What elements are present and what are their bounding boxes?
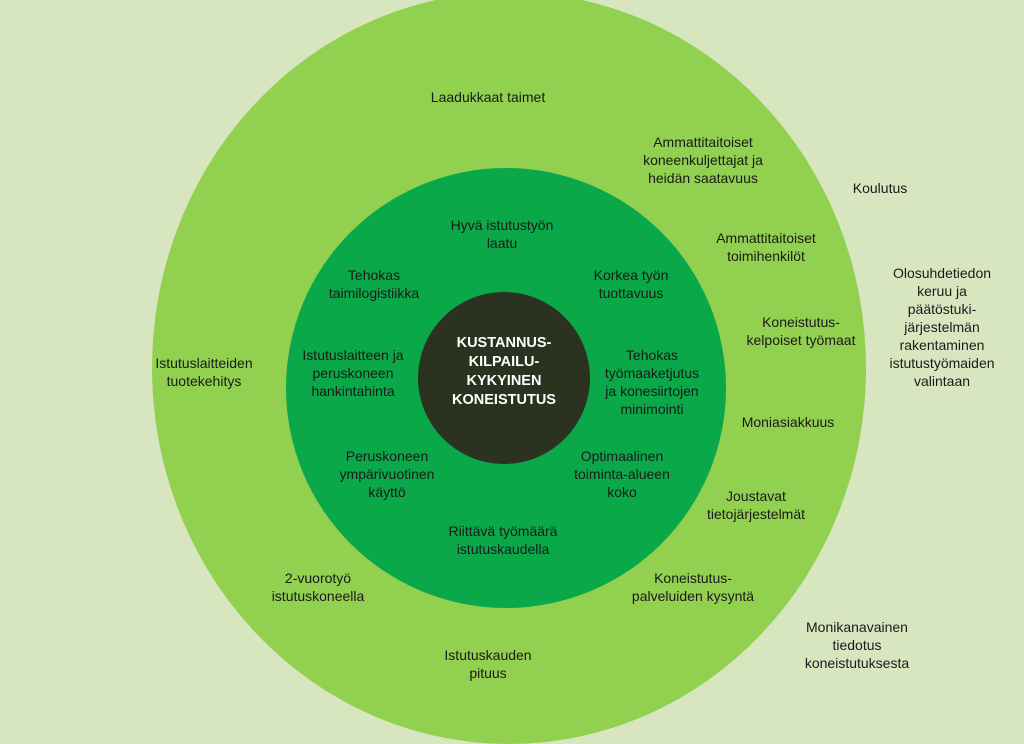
outer-label-vuorotyo: 2-vuorotyö istutuskoneella [271,570,365,604]
inner-label-taimilogistiikka: Tehokas taimilogistiikka [328,267,420,301]
inner-label-hankintahinta: Istutuslaitteen ja peruskoneen hankintah… [302,347,404,399]
inner-label-tyomaaketjutus: Tehokas työmaaketjutus ja konesiirtojen … [604,347,700,417]
outside-label-koulutus: Koulutus [852,180,908,196]
inner-label-tuottavuus: Korkea työn tuottavuus [593,267,669,301]
core-circle [418,292,590,464]
outside-label-olosuhdetieto: Olosuhdetiedon keruu ja päätöstuki- järj… [889,265,995,389]
outside-label-tiedotus: Monikanavainen tiedotus koneistutuksesta [804,619,910,671]
inner-label-tyomaara: Riittävä työmäärä istutuskaudella [448,523,558,557]
inner-label-toiminta-alue: Optimaalinen toiminta-alueen koko [574,448,670,500]
outer-label-istutuskausi: Istutuskauden pituus [444,647,532,681]
outer-label-tuotekehitys: Istutuslaitteiden tuotekehitys [155,355,253,389]
outer-label-moniasiakkuus: Moniasiakkuus [741,414,835,430]
outer-label-tietojarjestelmat: Joustavat tietojärjestelmät [706,488,806,522]
inner-label-laatu: Hyvä istutustyön laatu [450,217,554,251]
outer-label-taimet: Laadukkaat taimet [430,89,546,105]
outer-label-kysynta: Koneistutus- palveluiden kysyntä [631,570,755,604]
inner-label-ymparivuotinen: Peruskoneen ympärivuotinen käyttö [339,448,435,500]
outer-label-toimihenkilot: Ammattitaitoiset toimihenkilöt [716,230,816,264]
center-label: KUSTANNUS- KILPAILU- KYKYINEN KONEISTUTU… [452,335,556,408]
outer-label-tyomaat: Koneistutus- kelpoiset työmaat [746,314,856,348]
outer-label-koneenkuljettajat: Ammattitaitoiset koneenkuljettajat ja he… [643,134,763,186]
